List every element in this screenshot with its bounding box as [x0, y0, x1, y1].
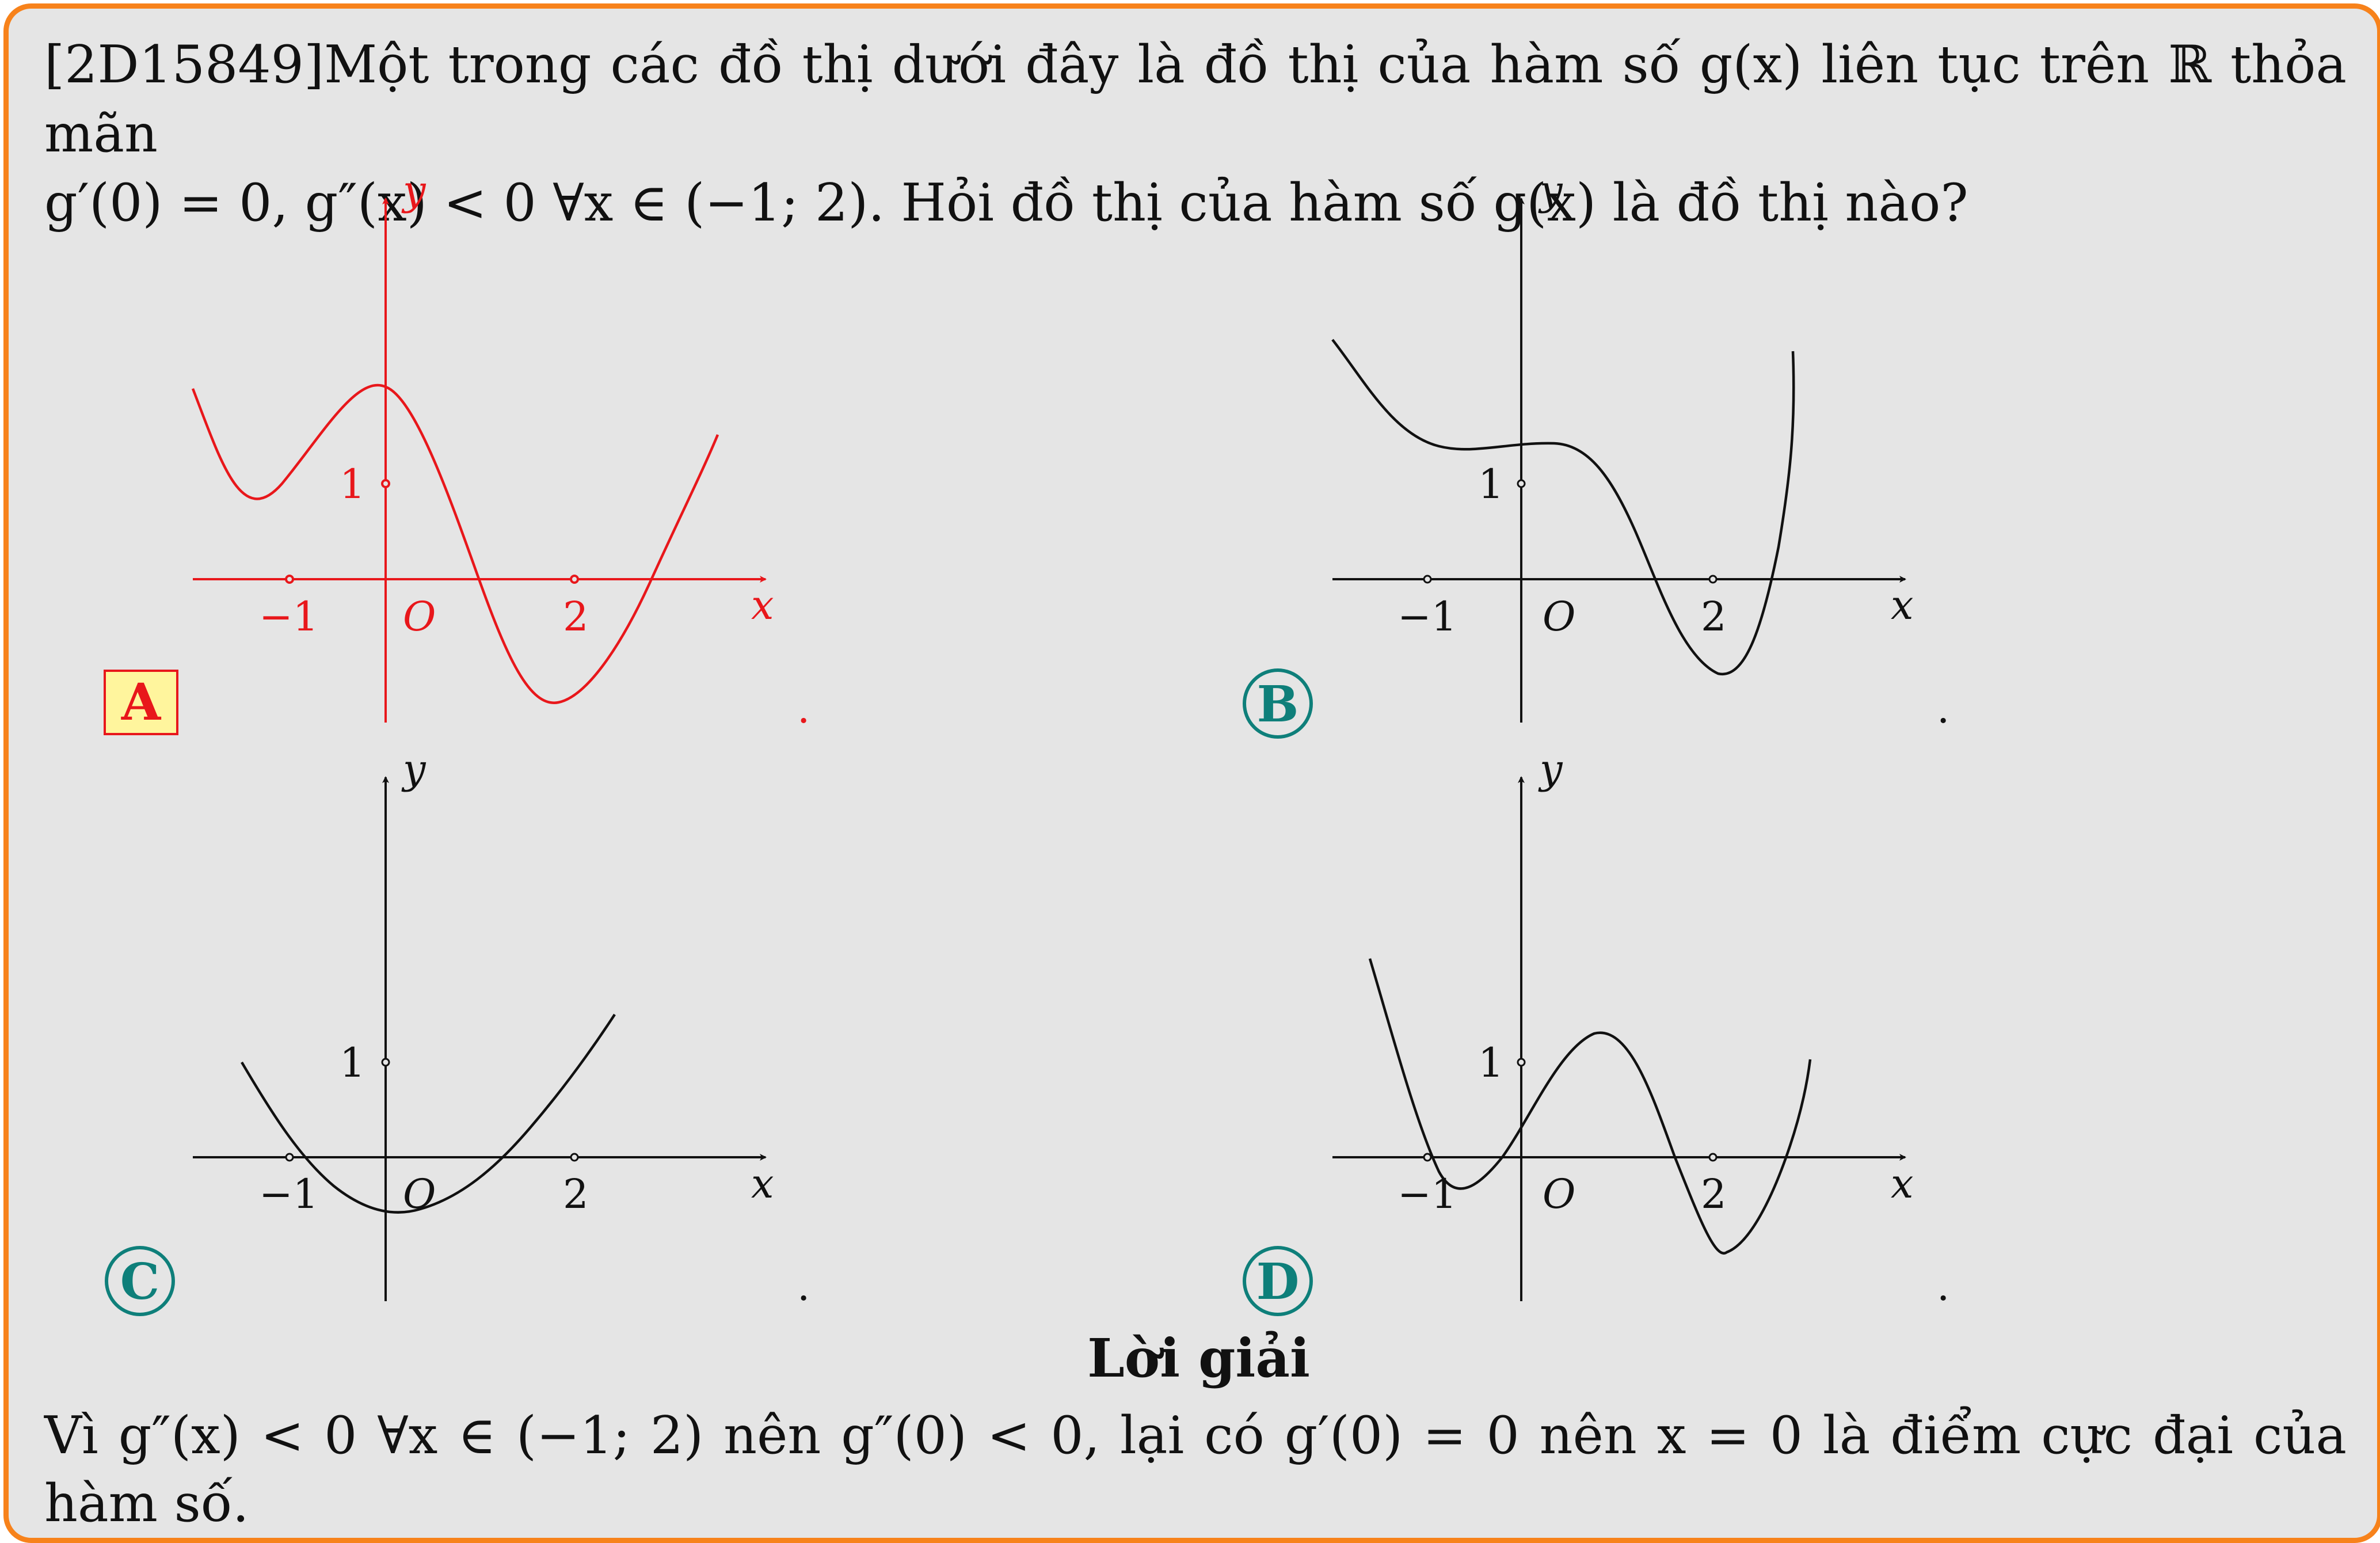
option-b-letter: B [1257, 675, 1299, 734]
option-b-graph [1331, 197, 1906, 723]
axis-label-y: y [1538, 167, 1563, 214]
origin-label: O [1543, 1170, 1575, 1218]
graph-curve [1368, 958, 1812, 1255]
option-c-graph [193, 776, 767, 1301]
tick-dot [381, 479, 390, 488]
axis-label-x: x [1891, 1160, 1913, 1207]
trailing-dot: . [1937, 685, 1949, 732]
question-code: [2D15849] [44, 35, 324, 95]
origin-label: O [1543, 593, 1575, 640]
option-d-graph [1332, 776, 1906, 1301]
tick-label-2: 2 [563, 1170, 589, 1218]
axis-label-y: y [401, 746, 427, 793]
question-line-1-body: Một trong các đồ thị dưới đây là đồ thị … [44, 35, 2347, 164]
solution-title: Lời giải [1087, 1327, 1310, 1389]
tick-dot [285, 575, 294, 584]
tick-dot [1708, 1153, 1718, 1162]
tick-label-neg1: −1 [259, 593, 318, 640]
question-line-2: g′(0) = 0, g″(x) < 0 ∀x ∈ (−1; 2). Hỏi đ… [44, 173, 1968, 233]
tick-label-1: 1 [1478, 1039, 1504, 1086]
tick-label-1: 1 [340, 461, 365, 508]
tick-label-neg1: −1 [1397, 1170, 1457, 1218]
tick-label-neg1: −1 [1397, 593, 1457, 640]
option-b-letter-circle[interactable]: B [1243, 668, 1313, 739]
question-card: [2D15849]Một trong các đồ thị dưới đây l… [3, 3, 2380, 1543]
origin-label: O [403, 593, 436, 640]
tick-label-1: 1 [340, 1039, 365, 1086]
axis-label-x: x [1891, 582, 1913, 629]
tick-dot [1517, 1058, 1526, 1067]
tick-dot [1423, 1153, 1432, 1162]
solution-text: Vì g″(x) < 0 ∀x ∈ (−1; 2) nên g″(0) < 0,… [44, 1405, 2347, 1534]
graph-curve [191, 384, 719, 704]
option-a[interactable]: y x −1 2 1 O . A [104, 167, 810, 735]
option-a-letter: A [121, 672, 162, 732]
option-a-letter-box[interactable]: A [104, 670, 178, 735]
tick-label-1: 1 [1478, 461, 1504, 508]
graph-curve [241, 1013, 616, 1214]
origin-label: O [403, 1170, 436, 1218]
graph-curve [1331, 339, 1795, 676]
tick-dot [570, 575, 579, 584]
trailing-dot: . [797, 1263, 810, 1310]
option-c[interactable]: y x −1 2 1 O . C [105, 746, 810, 1316]
option-d-letter: D [1256, 1253, 1300, 1311]
option-a-graph [191, 197, 767, 723]
tick-dot [570, 1153, 579, 1162]
tick-label-2: 2 [1701, 1170, 1727, 1218]
axis-label-y: y [1538, 746, 1563, 793]
tick-dot [381, 1058, 390, 1067]
question-text: [2D15849]Một trong các đồ thị dưới đây l… [44, 31, 2347, 238]
tick-label-neg1: −1 [259, 1170, 318, 1218]
tick-dot [1517, 479, 1526, 488]
question-line-1: [2D15849]Một trong các đồ thị dưới đây l… [44, 31, 2347, 169]
tick-label-2: 2 [563, 593, 589, 640]
axis-label-x: x [751, 1160, 774, 1207]
option-d-letter-circle[interactable]: D [1243, 1246, 1313, 1316]
axis-label-x: x [751, 582, 774, 629]
tick-label-2: 2 [1701, 593, 1727, 640]
trailing-dot: . [797, 685, 810, 732]
option-d[interactable]: y x −1 2 1 O . D [1243, 746, 1949, 1316]
option-b[interactable]: y x −1 2 1 O . B [1243, 167, 1949, 739]
option-c-letter-circle[interactable]: C [105, 1246, 175, 1316]
trailing-dot: . [1937, 1263, 1949, 1310]
tick-dot [1708, 575, 1718, 584]
tick-dot [1423, 575, 1432, 584]
axis-label-y: y [401, 167, 427, 214]
option-c-letter: C [120, 1253, 159, 1311]
tick-dot [285, 1153, 294, 1162]
